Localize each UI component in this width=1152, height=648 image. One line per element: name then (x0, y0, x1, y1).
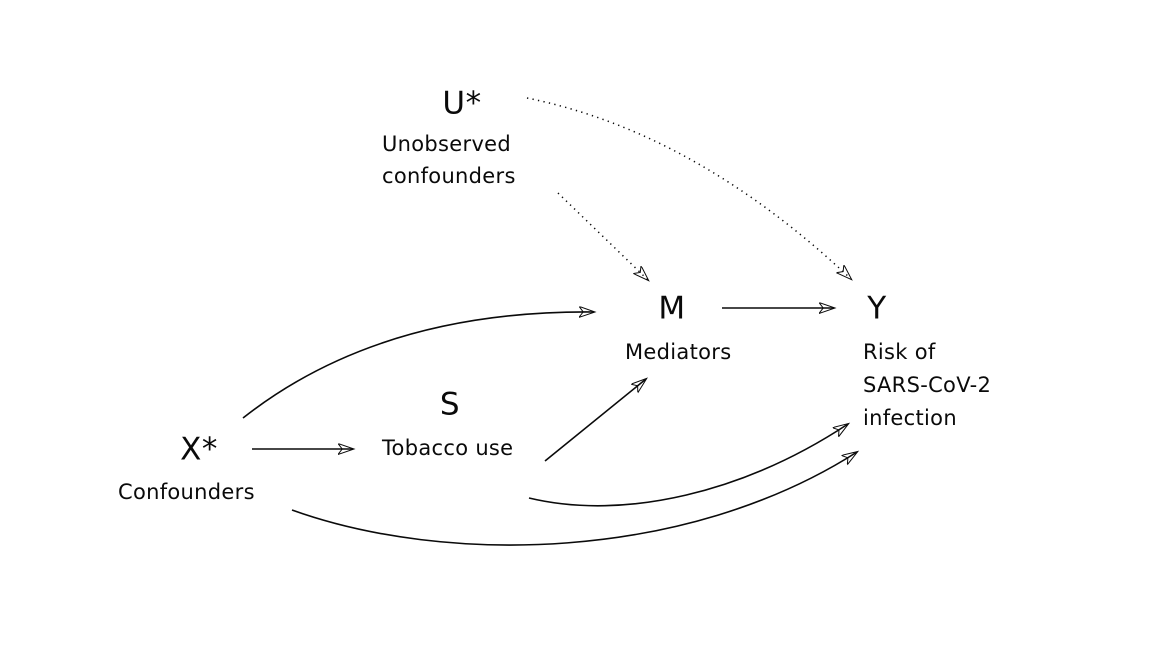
node-m-label-line1: Mediators (625, 340, 732, 364)
edge-s-to-m-arrow (544, 379, 646, 462)
edge-s-to-y-arrow (528, 424, 848, 507)
node-m-label: Mediators (625, 336, 731, 368)
node-xstar-symbol: X* (180, 431, 218, 468)
node-y-label-line3: infection (863, 406, 957, 430)
node-s-symbol: S (439, 386, 461, 423)
node-s-label: Tobacco use (382, 432, 513, 464)
node-m-symbol: M (658, 290, 686, 327)
node-s-label-line1: Tobacco use (382, 436, 514, 460)
edge-xstar-to-y-arrow (291, 452, 857, 546)
node-ustar-label-line2: confounders (382, 164, 516, 188)
node-y-label: Risk of SARS-CoV-2 infection (863, 336, 991, 435)
node-ustar-label: Unobserved confounders (382, 128, 516, 192)
node-y-label-line2: SARS-CoV-2 (863, 373, 992, 397)
edge-ustar-to-y-arrow (526, 97, 851, 279)
node-y-symbol: Y (867, 290, 887, 327)
node-xstar-label: Confounders (118, 476, 255, 508)
node-ustar-label-line1: Unobserved (382, 132, 512, 156)
node-y-label-line1: Risk of (863, 340, 936, 364)
edge-ustar-to-m-arrow (557, 192, 648, 280)
node-ustar-symbol: U* (442, 85, 482, 122)
node-xstar-label-line1: Confounders (118, 480, 255, 504)
edge-xstar-to-m-arrow (242, 312, 594, 419)
